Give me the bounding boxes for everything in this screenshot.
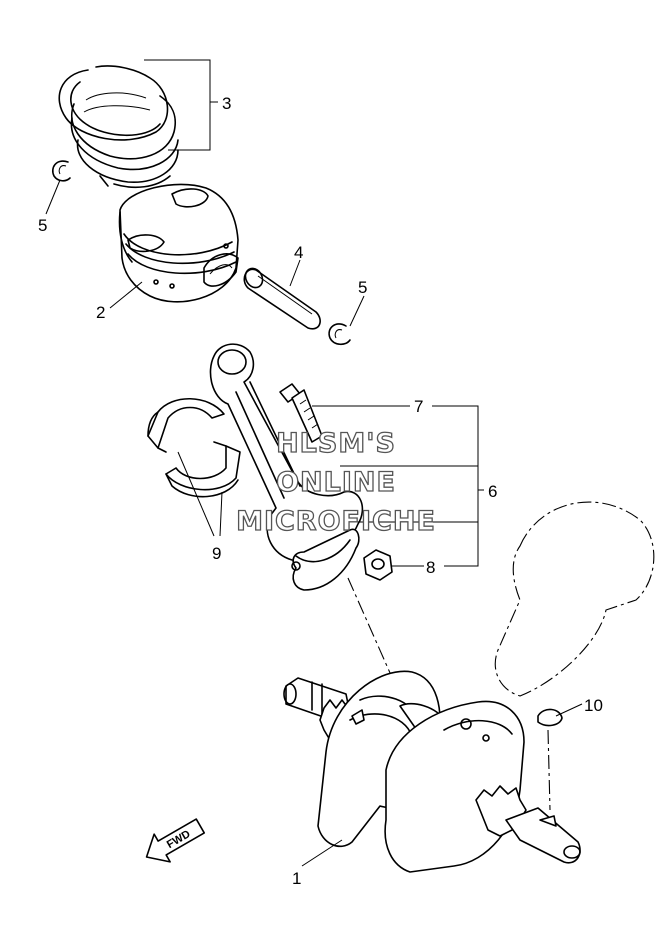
callout-numbers: 3 5 2 4 5 7 6 8 9 10 1 (38, 94, 603, 888)
rod-nut[interactable] (363, 549, 393, 581)
callout-2[interactable]: 2 (96, 303, 105, 322)
callout-7[interactable]: 7 (414, 397, 423, 416)
connecting-rod[interactable] (209, 343, 364, 591)
callout-8[interactable]: 8 (426, 558, 435, 577)
piston-rings[interactable] (58, 65, 179, 189)
fwd-arrow: FWD (145, 818, 206, 863)
watermark-line1: HLSM'S (276, 428, 396, 459)
watermark-line3: MICROFICHE (236, 506, 436, 537)
callout-10[interactable]: 10 (584, 696, 603, 715)
rod-bolt[interactable] (279, 383, 323, 443)
watermark-line2: ONLINE (276, 467, 396, 498)
crankshaft[interactable] (283, 670, 581, 873)
piston-pin[interactable] (242, 265, 321, 330)
leader-lines (45, 59, 583, 867)
callout-4[interactable]: 4 (294, 243, 303, 262)
piston[interactable] (118, 183, 239, 303)
woodruff-key[interactable] (537, 708, 563, 727)
callout-1[interactable]: 1 (292, 869, 301, 888)
circlip-left[interactable] (52, 160, 71, 182)
watermark: HLSM'S ONLINE MICROFICHE (235, 427, 436, 537)
callout-6[interactable]: 6 (488, 482, 497, 501)
callout-5-left[interactable]: 5 (38, 216, 47, 235)
callout-3[interactable]: 3 (222, 94, 231, 113)
callout-5-right[interactable]: 5 (358, 278, 367, 297)
callout-9[interactable]: 9 (212, 544, 221, 563)
bearing-halves[interactable] (147, 397, 241, 498)
circlip-right[interactable] (328, 323, 351, 346)
